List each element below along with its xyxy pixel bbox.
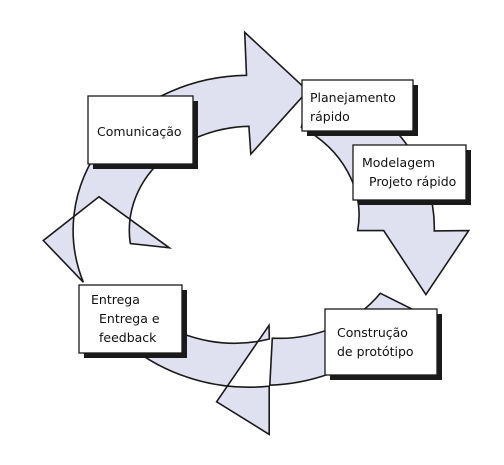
stage-planejamento: Planejamento rápido	[301, 79, 418, 136]
stage-comunicacao-label: Comunicação	[97, 124, 182, 139]
stage-construcao-label-line-2: de protótipo	[337, 344, 414, 359]
stage-modelagem-box	[352, 144, 467, 201]
stage-construcao-box	[324, 308, 438, 376]
stage-entrega-label-line-1: Entrega	[91, 292, 140, 307]
stage-modelagem-label-line-1: Modelagem	[362, 155, 435, 170]
stage-planejamento-label-line-2: rápido	[310, 109, 350, 124]
stage-modelagem: Modelagem Projeto rápido	[352, 144, 471, 205]
stage-construcao-label-line-1: Construção	[337, 325, 408, 340]
stage-entrega: Entrega Entrega e feedback	[78, 284, 187, 358]
stage-entrega-box	[78, 284, 183, 354]
stage-construcao: Construção de protótipo	[324, 308, 442, 380]
stage-modelagem-label-line-2: Projeto rápido	[369, 174, 456, 189]
stage-entrega-label-line-2: Entrega e	[99, 311, 160, 326]
stage-planejamento-box	[301, 79, 414, 132]
stage-comunicacao: Comunicação	[87, 95, 198, 169]
stage-planejamento-label-line-1: Planejamento	[310, 90, 396, 105]
stage-comunicacao-box	[87, 95, 194, 165]
stage-entrega-label-line-3: feedback	[99, 330, 157, 345]
